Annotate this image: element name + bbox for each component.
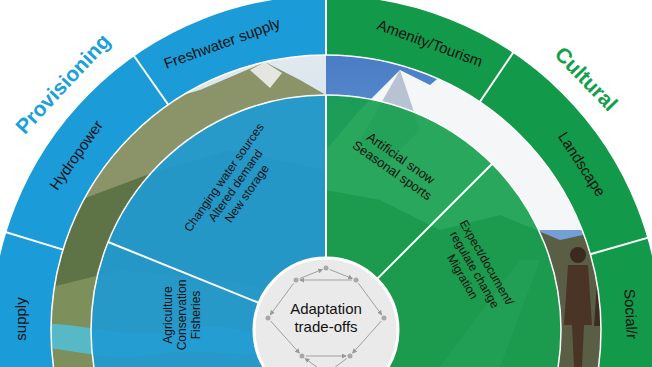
- band-label: Amenity/Tourism: [375, 16, 485, 70]
- tradeoff-dot: [354, 278, 359, 283]
- band-divider: [325, 0, 327, 55]
- tradeoff-dot: [300, 354, 305, 359]
- tradeoff-arrow: [330, 269, 353, 278]
- band-label: Social/r: [621, 289, 641, 340]
- band-divider: [4, 231, 63, 249]
- tradeoff-arrow: [329, 358, 347, 367]
- ring-edge: [91, 95, 561, 367]
- adaptation-sector: Changing water sourcesAltered demandNew …: [182, 121, 290, 251]
- sector-item: Conservation: [176, 280, 190, 351]
- tradeoff-arrow: [305, 358, 323, 367]
- tradeoff-arrow: [300, 269, 323, 278]
- band-label: Hydropower: [46, 117, 107, 193]
- service-band: Landscape: [555, 128, 609, 199]
- sector-item: Fisheries: [190, 280, 204, 351]
- band-divider: [590, 237, 650, 254]
- tradeoff-dot: [294, 278, 299, 283]
- service-band: Freshwater supply: [161, 14, 282, 72]
- adaptation-sector: AgricultureConservationFisheries: [162, 280, 203, 351]
- service-band: supply: [13, 298, 30, 341]
- tradeoff-dot: [266, 316, 271, 321]
- center-disc: [254, 258, 398, 367]
- band-label: Landscape: [555, 128, 609, 199]
- adaptation-sector: Artificial snowSeasonal sports: [349, 126, 443, 204]
- center-circle: Adaptation trade-offs: [252, 256, 400, 367]
- category-heading: Cultural: [550, 42, 622, 116]
- band-label: supply: [13, 298, 30, 341]
- inner-sector: [377, 164, 561, 367]
- service-band: Social/r: [621, 289, 641, 340]
- sector-item: Agriculture: [162, 280, 176, 351]
- ring-edge: [51, 55, 601, 367]
- tradeoff-arrow: [300, 280, 352, 281]
- sector-divider: [325, 95, 327, 258]
- tradeoff-arrow: [306, 356, 346, 357]
- band-divider: [480, 51, 515, 102]
- service-band: Amenity/Tourism: [375, 16, 485, 70]
- service-band: Hydropower: [46, 117, 107, 193]
- person-body: [564, 265, 592, 367]
- tradeoff-dot: [382, 316, 387, 321]
- band-label: Freshwater supply: [161, 14, 282, 72]
- sector-item: Altered demand: [193, 129, 279, 243]
- person-head: [570, 247, 586, 263]
- snow-patch: [250, 62, 282, 88]
- tradeoff-dot: [324, 266, 329, 271]
- adaptation-sector: Expect/document/ regulate changeMigratio…: [431, 216, 517, 323]
- tradeoff-dot: [348, 354, 353, 359]
- center-label: Adaptation trade-offs: [278, 300, 374, 336]
